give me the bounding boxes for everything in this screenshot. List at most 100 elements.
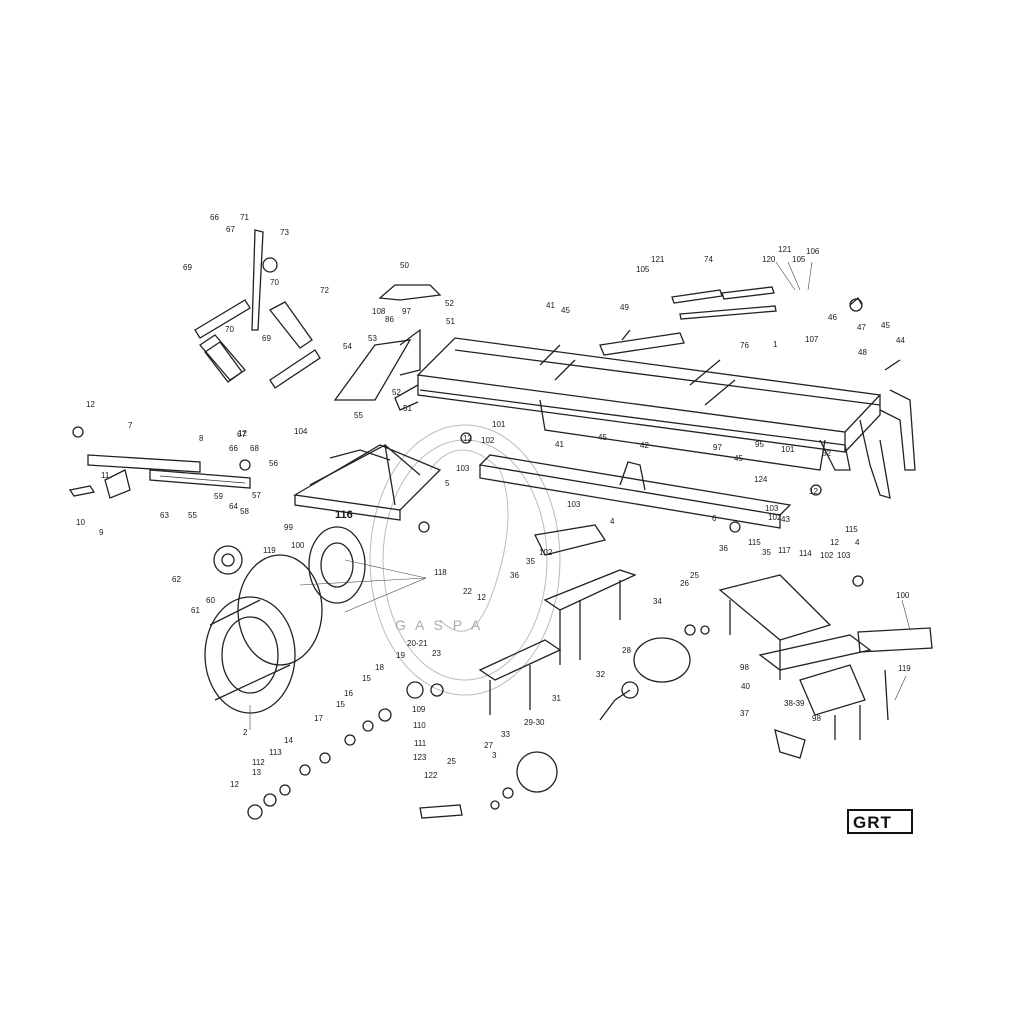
- drawbar: [68, 454, 251, 499]
- part-number-label: 33: [501, 730, 510, 739]
- part-number-label: 60: [206, 596, 215, 605]
- part-number-label: 73: [280, 228, 289, 237]
- part-number-label: 118: [434, 568, 447, 577]
- brand-mark: GRT: [853, 813, 892, 832]
- part-number-label: 31: [552, 694, 561, 703]
- part-number-label: 12: [230, 780, 239, 789]
- part-number-label: 56: [269, 459, 278, 468]
- part-number-label: 41: [546, 301, 555, 310]
- part-number-label: 67: [226, 225, 235, 234]
- part-number-label: 103: [765, 504, 779, 513]
- part-number-label: 106: [806, 247, 820, 256]
- part-number-label: 16: [344, 689, 353, 698]
- small-parts: [72, 426, 864, 820]
- part-number-label: 112: [252, 758, 265, 767]
- watermark-text: G A S P A: [395, 617, 483, 633]
- part-number-label: 53: [368, 334, 377, 343]
- part-number-label: 101: [492, 420, 506, 429]
- part-number-label: 74: [704, 255, 713, 264]
- part-number-label: 49: [620, 303, 629, 312]
- part-number-label: 10: [76, 518, 85, 527]
- tillage-units: [478, 524, 933, 793]
- part-number-label: 102: [481, 436, 495, 445]
- part-number-label: 32: [596, 670, 605, 679]
- part-number-label: 71: [240, 213, 249, 222]
- part-number-label: 35: [526, 557, 535, 566]
- part-number-label: 50: [400, 261, 409, 270]
- part-number-label: 34: [653, 597, 662, 606]
- part-number-label: 115: [845, 525, 858, 534]
- part-number-label: 121: [778, 245, 792, 254]
- part-number-label: 45: [561, 306, 570, 315]
- part-number-label: 36: [719, 544, 728, 553]
- part-number-label: 64: [229, 502, 238, 511]
- part-number-label: 55: [188, 511, 197, 520]
- part-number-label: 51: [446, 317, 455, 326]
- part-number-label: 102: [768, 513, 782, 522]
- part-number-label: 72: [320, 286, 329, 295]
- part-number-label: 69: [183, 263, 192, 272]
- part-number-label: 36: [510, 571, 519, 580]
- part-number-label: 46: [828, 313, 837, 322]
- part-number-label: 45: [881, 321, 890, 330]
- part-number-label: 38-39: [784, 699, 805, 708]
- part-number-label: 1: [773, 340, 778, 349]
- part-number-label: 101: [781, 445, 795, 454]
- part-number-label: 15: [362, 674, 371, 683]
- part-number-label: 25: [690, 571, 699, 580]
- part-number-label: 43: [781, 515, 790, 524]
- part-number-label: 52: [392, 388, 401, 397]
- part-number-label: 5: [445, 479, 450, 488]
- part-number-label: 105: [792, 255, 806, 264]
- part-number-label: 52: [445, 299, 454, 308]
- part-number-label: 2: [243, 728, 248, 737]
- part-number-label: 100: [896, 591, 910, 600]
- part-number-label: 121: [651, 255, 665, 264]
- part-number-label: 54: [343, 342, 352, 351]
- part-number-label: 11: [101, 471, 110, 480]
- part-number-label: 12: [86, 400, 95, 409]
- part-number-label: 115: [748, 538, 761, 547]
- part-number-label: 12: [809, 487, 818, 496]
- part-number-label: 12: [830, 538, 839, 547]
- part-number-label: 19: [396, 651, 405, 660]
- part-number-label: 107: [805, 335, 819, 344]
- part-number-label: 119: [263, 546, 276, 555]
- part-number-label: 104: [294, 427, 308, 436]
- part-number-label: 58: [240, 507, 249, 516]
- brand-box: GRT: [847, 809, 913, 834]
- part-number-label: 6: [712, 514, 717, 523]
- part-number-label: 41: [555, 440, 564, 449]
- part-number-label: 28: [622, 646, 631, 655]
- part-number-label: 103: [837, 551, 851, 560]
- part-number-label: 98: [740, 663, 749, 672]
- part-number-label: 51: [403, 404, 412, 413]
- part-number-label: 102: [539, 548, 553, 557]
- part-number-label: 66: [229, 444, 238, 453]
- leader-lines: [249, 261, 911, 730]
- jack-bracket: [333, 284, 442, 401]
- part-number-label: 23: [432, 649, 441, 658]
- part-number-label: 69: [262, 334, 271, 343]
- part-number-label: 108: [372, 307, 386, 316]
- part-number-label: 29-30: [524, 718, 545, 727]
- part-number-label: 25: [447, 757, 456, 766]
- part-number-label: 109: [412, 705, 426, 714]
- part-number-label: 52: [822, 449, 831, 458]
- part-number-label: 42: [640, 441, 649, 450]
- part-number-label: 67: [237, 430, 246, 439]
- part-number-label: 99: [284, 523, 293, 532]
- part-number-label: 63: [160, 511, 169, 520]
- part-number-label: 47: [857, 323, 866, 332]
- part-number-label: 44: [896, 336, 905, 345]
- part-number-label: 15: [336, 700, 345, 709]
- part-number-label: 119: [898, 664, 911, 673]
- part-number-label: 55: [354, 411, 363, 420]
- part-number-label: 97: [402, 307, 411, 316]
- part-number-label: 97: [713, 443, 722, 452]
- part-number-label: 13: [252, 768, 261, 777]
- part-number-label: 4: [610, 517, 615, 526]
- part-number-label: 110: [413, 721, 426, 730]
- part-number-label: 37: [740, 709, 749, 718]
- part-number-label: 26: [680, 579, 689, 588]
